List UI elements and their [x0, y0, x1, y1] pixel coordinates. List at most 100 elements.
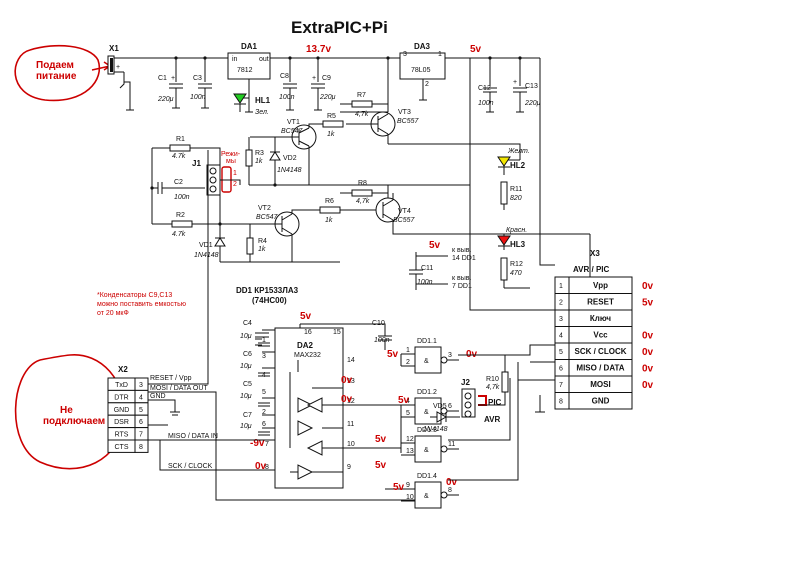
c9-label: C9	[322, 75, 331, 82]
c9-value: 220μ	[319, 94, 336, 101]
voltage-neg9v: -9v	[250, 438, 265, 449]
vd2-part: 1N4148	[277, 167, 302, 174]
x2-signal-0: RESET / Vpp	[150, 375, 192, 382]
power-in-arrow	[91, 61, 112, 71]
svg-text:+: +	[116, 64, 120, 71]
da2-driver-1	[297, 397, 314, 413]
dd1-gate-1-pin-b: 2	[406, 359, 410, 366]
dd1-gate-1-pin-out: 3	[448, 352, 452, 359]
x3-pin-5-number: 5	[559, 349, 563, 356]
diagram-title: ExtraPIC+Pi	[291, 18, 388, 37]
x2-pin-dsr: DSR	[114, 419, 129, 426]
vd5-label: VD5	[433, 403, 447, 410]
x2-pin-gnd: GND	[114, 407, 130, 414]
r2-resistor	[171, 220, 193, 228]
x3-pin-3-number: 3	[559, 316, 563, 323]
x2-pin-cts: CTS	[115, 444, 129, 451]
r1-label: R1	[176, 136, 185, 143]
c8-label: C8	[280, 73, 289, 80]
x2-pin-num-5: 5	[139, 407, 143, 414]
x3-pin-7-number: 7	[559, 382, 563, 389]
r3-label: R3	[255, 150, 264, 157]
c2-value: 100n	[174, 194, 190, 201]
voltage-5v-dd1-4: 5v	[375, 460, 387, 471]
dd1-gate-3	[414, 435, 442, 463]
x3-pin-2-label: RESET	[587, 298, 614, 307]
x2-pin-num-4: 4	[139, 394, 143, 401]
svg-text:2: 2	[233, 181, 237, 188]
c1-value: 220μ	[157, 96, 174, 103]
dd1-gate-3-label: DD1.3	[417, 427, 437, 434]
power-in-circle	[14, 44, 101, 102]
x3-title: X3	[590, 249, 600, 258]
r2-label: R2	[176, 212, 185, 219]
voltage-5v-dd1-1: 5v	[387, 349, 399, 360]
r6-value: 1k	[325, 217, 333, 224]
c10-value: 100n	[374, 337, 390, 344]
j2-pic: PIC	[488, 398, 502, 407]
c13-label: C13	[525, 83, 538, 90]
dd1-gate-4-pin-a: 9	[406, 482, 410, 489]
j1-label: J1	[192, 159, 201, 168]
r7-resistor	[351, 100, 373, 108]
svg-text:15: 15	[333, 329, 341, 336]
svg-text:10: 10	[347, 441, 355, 448]
r11-value: 820	[510, 195, 522, 202]
not-connected-label-2: подключаем	[43, 416, 105, 427]
x3-pin-6-voltage: 0v	[642, 364, 654, 375]
svg-text:6: 6	[262, 421, 266, 428]
vd1-diode	[214, 237, 226, 247]
x2-signal-4: SCK / CLOCK	[168, 463, 213, 470]
x3-pin-3-label: Ключ	[590, 314, 611, 323]
x2-pin-num-7: 7	[139, 432, 143, 439]
x2-pin-dtr: DTR	[114, 394, 128, 401]
r8-label: R8	[358, 180, 367, 187]
dd1-gate-1-pin-a: 1	[406, 347, 410, 354]
r6-resistor	[319, 206, 341, 214]
hl1-color: Зел.	[255, 109, 269, 116]
r6-label: R6	[325, 198, 334, 205]
x3-pin-1-number: 1	[559, 283, 563, 290]
x3-pin-8-label-cell	[568, 392, 633, 410]
c11-pin7-b: 7 DD1	[452, 283, 472, 290]
c10-label: C10	[372, 320, 385, 327]
c3-label: C3	[193, 75, 202, 82]
x2-pin-num-8: 8	[139, 444, 143, 451]
svg-text:3: 3	[262, 353, 266, 360]
vt3-part: BC557	[397, 118, 420, 125]
power-in-label-1: Подаем	[36, 60, 74, 71]
c13-value: 220μ	[524, 100, 541, 107]
x2-signal-2: GND	[150, 393, 166, 400]
c11-pin7-a: к выв.	[452, 275, 471, 282]
r2-value: 4.7k	[172, 231, 186, 238]
vt3-label: VT3	[398, 109, 411, 116]
x3-pin-6-label: MISO / DATA	[576, 364, 624, 373]
r12-resistor	[500, 257, 508, 281]
c5-value: 10μ	[240, 393, 252, 400]
da2-part: MAX232	[294, 352, 321, 359]
vt4-label: VT4	[398, 208, 411, 215]
da1-regulator	[227, 52, 271, 80]
svg-text:8: 8	[265, 464, 269, 471]
voltage-5v-dd1-3: 5v	[375, 434, 387, 445]
x3-pin-1-voltage: 0v	[642, 281, 654, 292]
r3-value: 1k	[255, 158, 263, 165]
svg-text:+: +	[312, 75, 316, 82]
vd2-diode	[269, 151, 281, 161]
hl2-label: HL2	[510, 161, 526, 170]
r7-label: R7	[357, 92, 366, 99]
r11-label: R11	[510, 186, 522, 193]
x2-pin-num-cell-5	[134, 439, 149, 453]
x2-pin-num-6: 6	[139, 419, 143, 426]
svg-text:3: 3	[403, 51, 407, 58]
x2-title: X2	[118, 365, 128, 374]
capacitor-note-2: можно поставить емкостью	[97, 301, 186, 308]
voltage-5v-dd1-2: 5v	[398, 395, 410, 406]
svg-text:11: 11	[347, 421, 354, 428]
not-connected-label-1: Не	[60, 405, 73, 416]
dd1-gate-2-label: DD1.2	[417, 389, 437, 396]
x3-pin-5-voltage: 0v	[642, 347, 654, 358]
vt4-part: BC557	[393, 217, 416, 224]
